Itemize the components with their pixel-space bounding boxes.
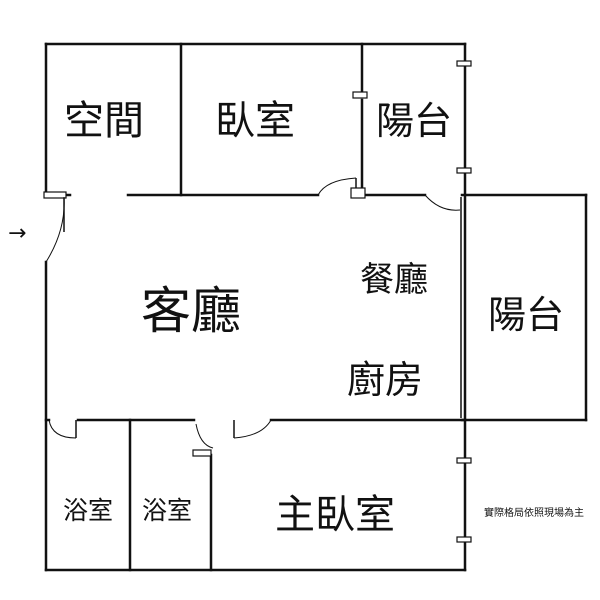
room-label-bedroom: 臥室 (215, 98, 295, 144)
room-label-kitchen: 廚房 (347, 358, 423, 402)
disclaimer-note: 實際格局依照現場為主 (484, 506, 584, 519)
window-marks (352, 60, 472, 543)
room-label-master: 主臥室 (275, 492, 395, 538)
doors (43, 177, 461, 457)
room-label-bath-1: 浴室 (63, 496, 113, 525)
room-label-living: 客廳 (141, 282, 241, 340)
room-label-dining: 餐廳 (360, 260, 428, 300)
entrance-arrow: → (8, 221, 26, 246)
room-label-study: 空間 (64, 98, 144, 144)
room-label-bath-2: 浴室 (142, 496, 192, 525)
walls (44, 42, 588, 572)
room-label-balcony-right: 陽台 (488, 293, 564, 337)
room-label-balcony-top: 陽台 (376, 99, 452, 143)
